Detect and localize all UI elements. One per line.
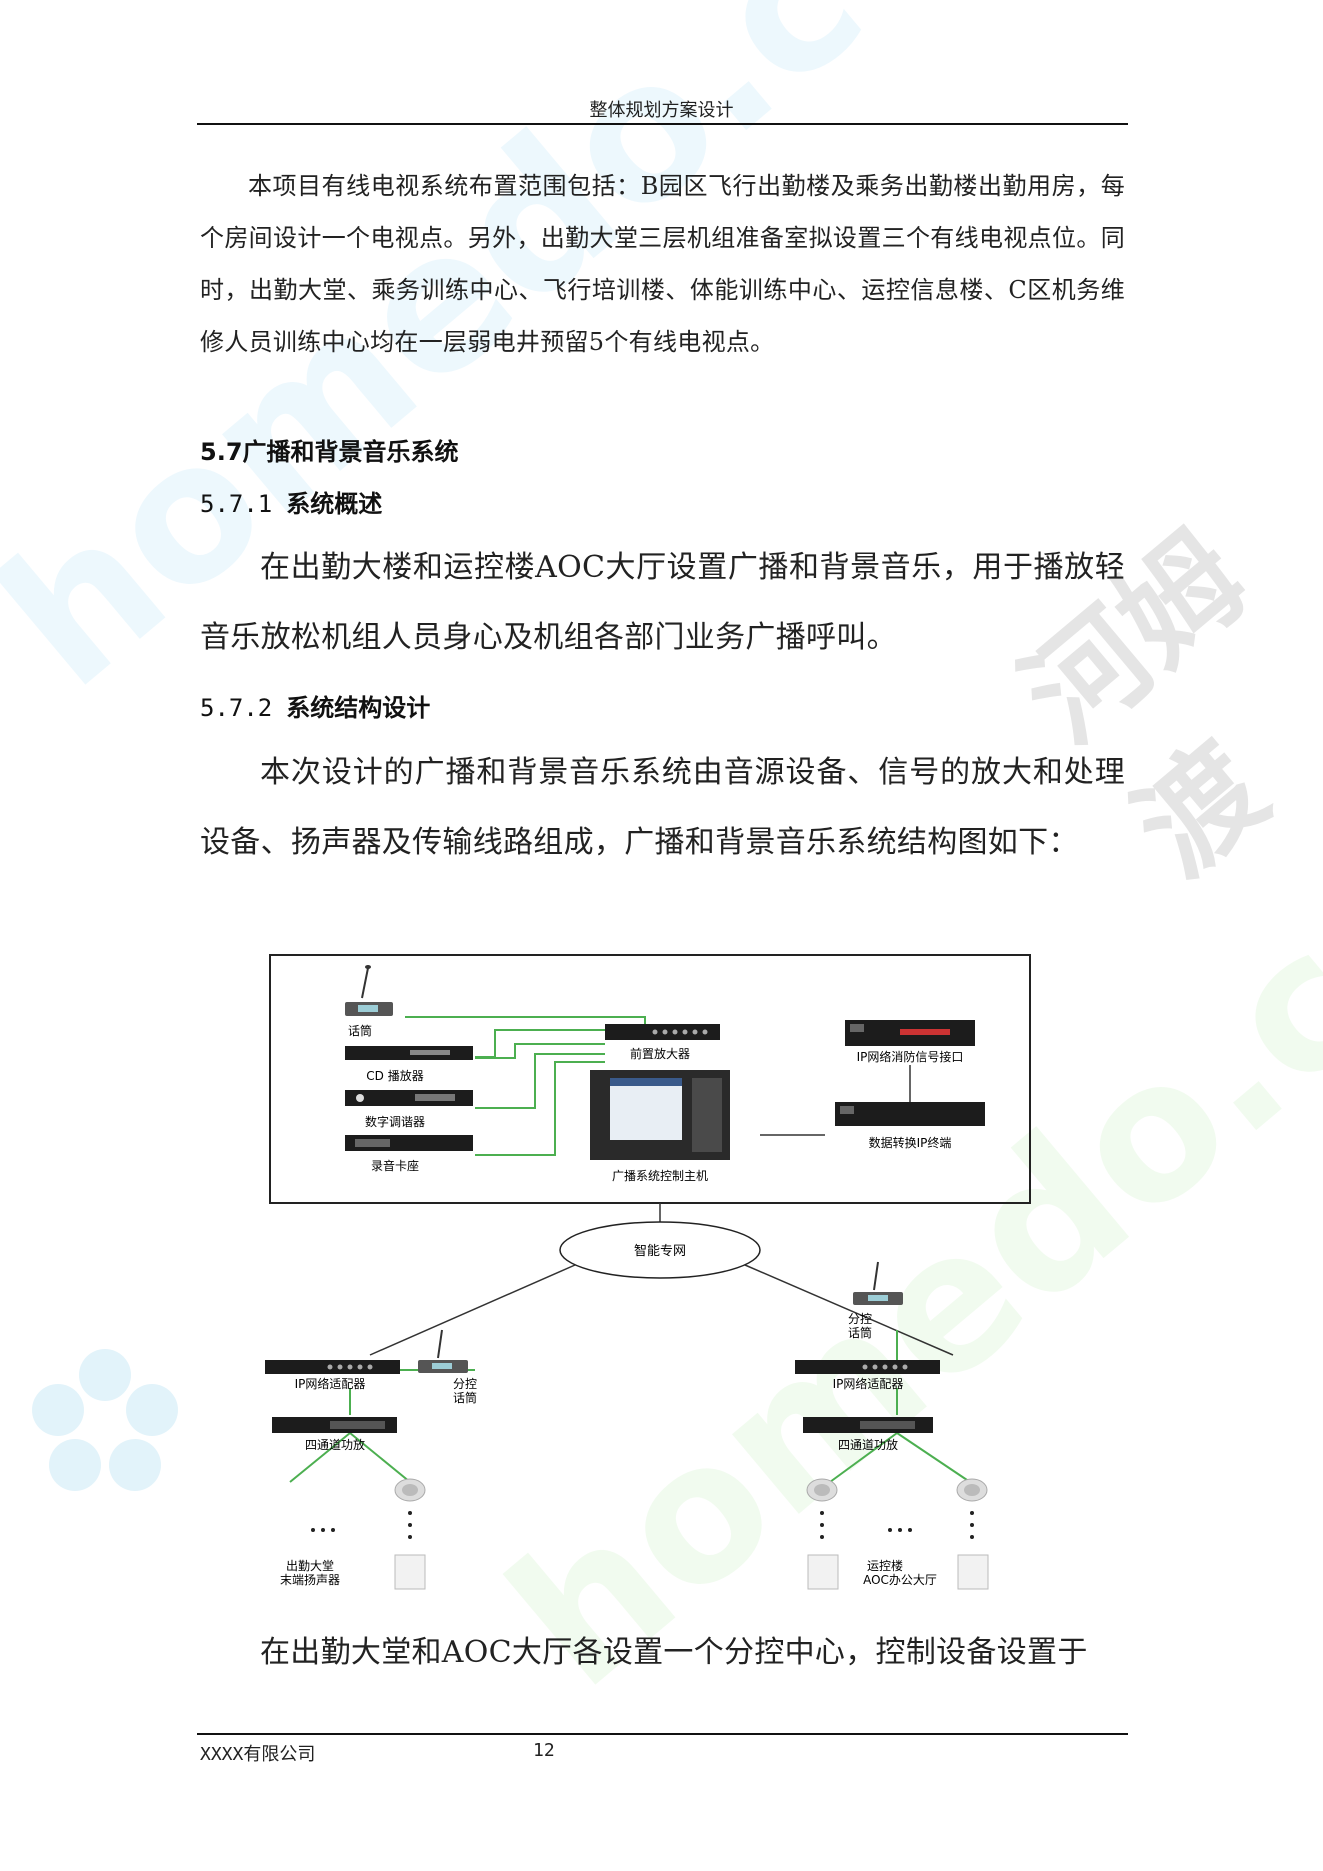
right-adapter-label: IP网络适配器 <box>833 1376 904 1391</box>
left-sub-mic-icon <box>418 1329 468 1373</box>
section-heading-5-7-2: 5.7.2 系统结构设计 <box>200 688 430 723</box>
left-dots-icon <box>311 1511 412 1539</box>
preamp-label: 前置放大器 <box>630 1046 690 1061</box>
paragraph-cable-tv: 本项目有线电视系统布置范围包括：B园区飞行出勤楼及乘务出勤楼出勤用房，每个房间设… <box>200 172 1125 356</box>
right-ceiling-speaker-icon <box>806 1478 988 1502</box>
left-amplifier-device <box>272 1417 397 1433</box>
right-sub-mic-label: 分控话筒 <box>848 1312 872 1340</box>
section-number: 5.7.2 <box>200 694 273 722</box>
control-room-frame <box>269 954 1031 1204</box>
network-label: 智能专网 <box>634 1244 686 1259</box>
left-adapter-device <box>265 1360 400 1374</box>
right-dots-icon <box>820 1511 974 1539</box>
left-wall-speaker-icon <box>394 1554 426 1590</box>
paragraph-subcontrol: 在出勤大堂和AOC大厅各设置一个分控中心，控制设备设置于 <box>260 1635 1088 1670</box>
broadcast-system-diagram: 话筒 CD 播放器 数字调谐器 录音卡座 前置放大器 广播系统控制主机 IP网络… <box>265 954 1031 1590</box>
microphone-icon <box>345 965 393 1016</box>
tape-deck-label: 录音卡座 <box>371 1158 419 1173</box>
right-wall-speaker-icon <box>807 1554 989 1590</box>
watermark-flower-icon <box>32 1349 178 1491</box>
tape-deck-device <box>345 1135 473 1151</box>
mic-label: 话筒 <box>348 1023 372 1038</box>
left-ceiling-speaker-icon <box>394 1478 426 1502</box>
paragraph-structure: 本次设计的广播和背景音乐系统由音源设备、信号的放大和处理设备、扬声器及传输线路组… <box>200 755 1125 860</box>
control-host-device <box>590 1070 730 1160</box>
section-heading-5-7: 5.7广播和背景音乐系统 <box>200 432 459 467</box>
left-adapter-label: IP网络适配器 <box>295 1376 366 1391</box>
data-terminal-label: 数据转换IP终端 <box>869 1135 952 1150</box>
digital-tuner-device <box>345 1090 473 1106</box>
section-title: 系统概述 <box>286 490 383 518</box>
page-header-title: 整体规划方案设计 <box>589 100 734 121</box>
header-rule <box>197 123 1128 125</box>
right-amp-label: 四通道功放 <box>838 1437 898 1452</box>
section-title: 系统结构设计 <box>286 694 431 722</box>
left-speaker-label: 出勤大堂末端扬声器 <box>280 1559 340 1587</box>
paragraph-overview: 在出勤大楼和运控楼AOC大厅设置广播和背景音乐，用于播放轻音乐放松机组人员身心及… <box>200 550 1125 655</box>
digital-tuner-label: 数字调谐器 <box>365 1114 425 1129</box>
section-heading-5-7-1: 5.7.1 系统概述 <box>200 484 382 519</box>
left-sub-mic-label: 分控话筒 <box>453 1377 477 1405</box>
cd-player-label: CD 播放器 <box>366 1068 423 1083</box>
right-adapter-device <box>795 1360 940 1374</box>
host-label: 广播系统控制主机 <box>612 1169 708 1183</box>
fire-interface-label: IP网络消防信号接口 <box>857 1049 964 1064</box>
footer-rule <box>197 1733 1128 1735</box>
left-amp-label: 四通道功放 <box>305 1437 365 1452</box>
cd-player-device <box>345 1046 473 1060</box>
data-terminal-device <box>835 1102 985 1126</box>
footer-page-number: 12 <box>533 1740 555 1761</box>
right-amplifier-device <box>803 1417 933 1433</box>
footer-company: XXXX有限公司 <box>200 1744 316 1765</box>
network-ellipse <box>559 1221 761 1279</box>
section-number: 5.7.1 <box>200 490 273 518</box>
fire-signal-interface-device <box>845 1020 975 1046</box>
section-title: 5.7广播和背景音乐系统 <box>200 438 459 466</box>
preamplifier-device <box>605 1024 720 1040</box>
right-sub-mic-icon <box>853 1261 903 1305</box>
